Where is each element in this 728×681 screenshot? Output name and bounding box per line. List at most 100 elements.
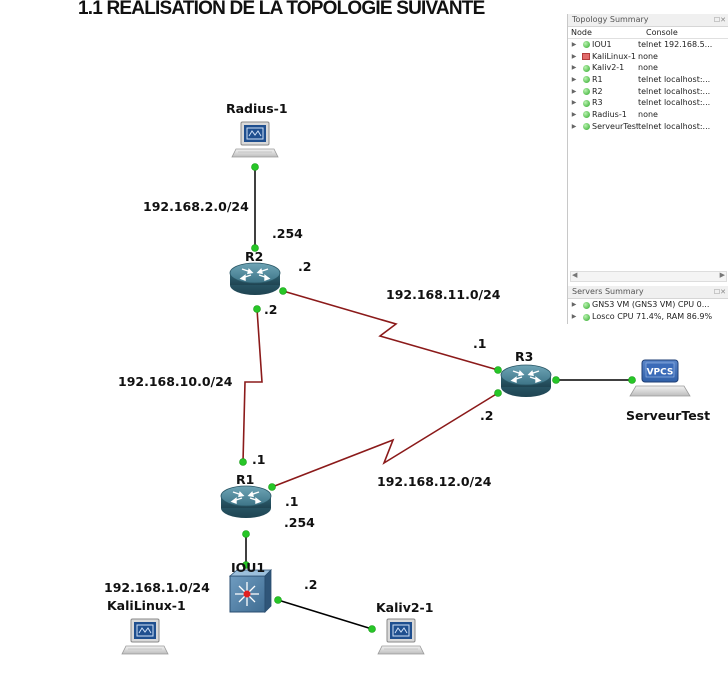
node-console: telnet localhost:... xyxy=(638,75,711,85)
port-iou1-kaliv2 xyxy=(274,596,282,604)
scroll-left-icon[interactable]: ◀ xyxy=(572,271,578,279)
expand-arrow-icon[interactable]: ▶ xyxy=(571,64,577,72)
servers-summary-title: Servers Summary xyxy=(572,287,644,296)
node-console: none xyxy=(638,110,658,120)
node-name: Radius-1 xyxy=(592,110,627,120)
r2-lan-ip: .254 xyxy=(272,226,303,241)
panel-float-close-icon[interactable]: ☐✕ xyxy=(713,16,726,24)
node-r2[interactable] xyxy=(229,262,281,296)
server-row[interactable]: ▶ Losco CPU 71.4%, RAM 86.9% xyxy=(568,311,728,323)
status-icon xyxy=(580,62,592,74)
expand-arrow-icon[interactable]: ▶ xyxy=(571,87,577,95)
kaliv2-ip: .2 xyxy=(304,577,317,592)
radius-pc-icon xyxy=(231,121,279,158)
kaliv2-pc-icon xyxy=(377,618,425,655)
net-r2-r3-label: 192.168.11.0/24 xyxy=(386,287,501,302)
label-r3: R3 xyxy=(515,349,533,364)
label-r2: R2 xyxy=(245,249,263,264)
port-r2-r1 xyxy=(253,305,261,313)
port-r3-lan xyxy=(552,376,560,384)
expand-arrow-icon[interactable]: ▶ xyxy=(571,99,577,107)
net-r1-r3-label: 192.168.12.0/24 xyxy=(377,474,492,489)
expand-arrow-icon[interactable]: ▶ xyxy=(571,313,577,320)
scroll-right-icon[interactable]: ▶ xyxy=(719,271,725,279)
server-text: Losco CPU 71.4%, RAM 86.9% xyxy=(592,312,713,321)
horizontal-scrollbar[interactable]: ◀ ▶ xyxy=(570,271,727,282)
r3-router-icon xyxy=(500,364,552,398)
status-icon xyxy=(580,86,592,98)
topology-summary-titlebar: Topology Summary ☐✕ xyxy=(568,14,728,27)
node-name: R1 xyxy=(592,75,603,85)
node-radius-1[interactable] xyxy=(231,121,279,158)
node-row-r3[interactable]: ▶ R3 telnet localhost:... xyxy=(568,97,728,109)
col-node-header[interactable]: Node xyxy=(571,28,592,37)
node-row-kaliv2-1[interactable]: ▶ Kaliv2-1 none xyxy=(568,62,728,74)
vpcs-icon: VPCS xyxy=(629,359,691,397)
node-console: telnet localhost:... xyxy=(638,86,711,96)
label-serveurtest: ServeurTest xyxy=(626,408,710,423)
r3-r2-ip: .1 xyxy=(473,336,486,351)
topology-summary-header: Node Console xyxy=(568,27,728,39)
label-kaliv2-1: Kaliv2-1 xyxy=(376,600,433,615)
link-r1-r3-serial[interactable] xyxy=(271,392,499,488)
expand-arrow-icon[interactable]: ▶ xyxy=(571,41,577,48)
net-radius-label: 192.168.2.0/24 xyxy=(143,199,249,214)
label-r1: R1 xyxy=(236,472,254,487)
expand-arrow-icon[interactable]: ▶ xyxy=(571,301,577,308)
status-icon xyxy=(580,109,592,121)
topology-summary-title: Topology Summary xyxy=(572,15,649,24)
node-r1[interactable] xyxy=(220,485,272,519)
node-name: Kaliv2-1 xyxy=(592,63,625,73)
label-kalilinux-1: KaliLinux-1 xyxy=(107,598,186,613)
node-kaliv2-1[interactable] xyxy=(377,618,425,655)
link-r2-r1-serial[interactable] xyxy=(242,308,263,463)
col-console-header[interactable]: Console xyxy=(646,28,678,37)
link-iou1-kaliv2[interactable] xyxy=(277,599,373,630)
node-row-r2[interactable]: ▶ R2 telnet localhost:... xyxy=(568,86,728,98)
node-r3[interactable] xyxy=(500,364,552,398)
net-r2-r1-label: 192.168.10.0/24 xyxy=(118,374,233,389)
vpcs-badge: VPCS xyxy=(647,368,674,378)
status-icon xyxy=(580,121,592,133)
node-name: R3 xyxy=(592,98,603,108)
status-icon xyxy=(580,39,592,51)
node-console: none xyxy=(638,51,658,61)
status-icon xyxy=(580,311,592,323)
port-r3-r2 xyxy=(494,366,502,374)
expand-arrow-icon[interactable]: ▶ xyxy=(571,76,577,84)
status-icon xyxy=(580,97,592,109)
node-serveurtest[interactable]: VPCS xyxy=(629,359,691,397)
node-console: telnet localhost:... xyxy=(638,121,711,131)
servers-summary-titlebar: Servers Summary ☐✕ xyxy=(568,286,728,299)
node-kalilinux-1[interactable] xyxy=(121,618,169,655)
node-console: telnet localhost:... xyxy=(638,98,711,108)
r2-r3-ip: .2 xyxy=(298,259,311,274)
expand-arrow-icon[interactable]: ▶ xyxy=(571,52,577,60)
node-name: ServeurTest xyxy=(592,121,638,131)
port-r3-r1 xyxy=(494,389,502,397)
label-radius-1: Radius-1 xyxy=(226,101,288,116)
node-iou1[interactable] xyxy=(228,569,272,613)
node-row-radius-1[interactable]: ▶ Radius-1 none xyxy=(568,109,728,121)
servers-panel-float-close-icon[interactable]: ☐✕ xyxy=(713,288,726,296)
port-serveurtest xyxy=(628,376,636,384)
node-row-r1[interactable]: ▶ R1 telnet localhost:... xyxy=(568,74,728,86)
r2-router-icon xyxy=(229,262,281,296)
expand-arrow-icon[interactable]: ▶ xyxy=(571,111,577,119)
status-icon xyxy=(580,74,592,86)
link-r2-r3-serial[interactable] xyxy=(282,290,499,371)
r1-r2-ip: .1 xyxy=(252,452,265,467)
net-lan-label: 192.168.1.0/24 xyxy=(104,580,210,595)
node-name: R2 xyxy=(592,86,603,96)
expand-arrow-icon[interactable]: ▶ xyxy=(571,122,577,130)
r1-router-icon xyxy=(220,485,272,519)
port-r2-r3 xyxy=(279,287,287,295)
server-row[interactable]: ▶GNS3 VM (GNS3 VM) CPU 0... xyxy=(568,299,728,311)
port-kaliv2 xyxy=(368,625,376,633)
node-console: none xyxy=(638,63,658,73)
